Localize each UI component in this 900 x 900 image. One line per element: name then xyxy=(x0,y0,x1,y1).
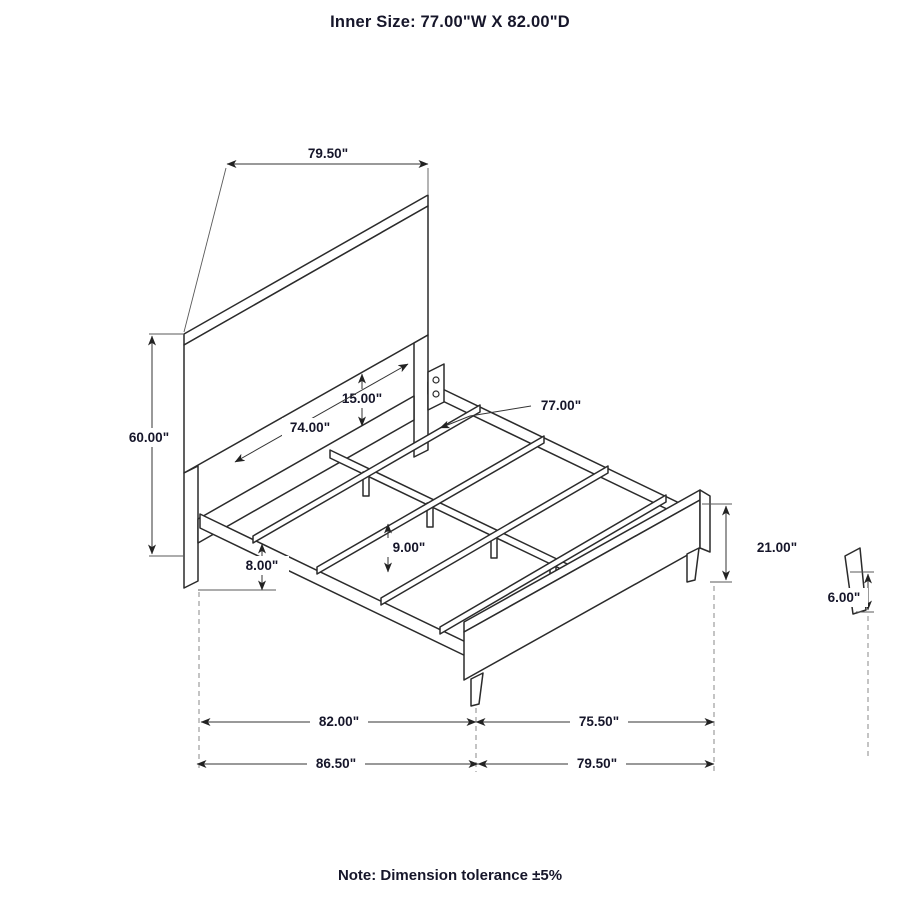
dimension-inner-depth: 82.00" xyxy=(200,712,477,731)
dimension-headboard-height: 60.00" xyxy=(121,333,184,557)
slat xyxy=(316,435,545,575)
dim-label-inner-depth: 82.00" xyxy=(319,714,359,729)
slat xyxy=(380,465,609,606)
dim-label-headboard-width: 79.50" xyxy=(308,146,348,161)
dimension-slat-length: 77.00" xyxy=(439,396,590,429)
dim-label-overall-width: 79.50" xyxy=(577,756,617,771)
dim-label-headboard-height: 60.00" xyxy=(129,430,169,445)
dim-label-rail-leg-height: 6.00" xyxy=(828,590,861,605)
tolerance-note: Note: Dimension tolerance ±5% xyxy=(337,867,563,884)
slat xyxy=(439,494,667,635)
near-side-rail xyxy=(199,513,473,660)
dim-label-slat-length: 77.00" xyxy=(541,398,581,413)
bed-frame xyxy=(199,381,699,660)
page-title: Inner Size: 77.00"W X 82.00"D xyxy=(330,13,570,31)
bracket-hole xyxy=(432,390,440,398)
dimension-headboard-width: 79.50" xyxy=(183,146,429,333)
dimension-overall-depth: 86.50" xyxy=(196,754,479,773)
headboard-left-leg xyxy=(183,465,199,589)
dim-label-rail-length: 75.50" xyxy=(579,714,619,729)
bracket-plate xyxy=(427,363,445,411)
dimension-rail-length: 75.50" xyxy=(475,712,715,731)
footboard-panel xyxy=(463,499,701,681)
dimension-deck-height: 9.00" xyxy=(384,523,432,573)
footboard-end-face xyxy=(699,489,711,553)
dim-label-overall-depth: 86.50" xyxy=(316,756,356,771)
dimension-inner-width: 74.00" xyxy=(234,363,409,463)
dimension-headboard-leg-height: 8.00" xyxy=(198,543,289,591)
dimension-rail-leg-height: 6.00" xyxy=(820,571,874,613)
dim-label-deck-height: 9.00" xyxy=(393,540,426,555)
footboard-left-leg xyxy=(470,672,484,707)
dim-label-headboard-leg-height: 8.00" xyxy=(246,558,279,573)
dimension-overall-width: 79.50" xyxy=(477,754,715,773)
rail-bracket xyxy=(427,363,445,411)
footboard xyxy=(463,489,867,707)
dimension-footboard-height: 21.00" xyxy=(702,503,806,583)
bracket-hole xyxy=(432,376,440,384)
footboard-right-leg xyxy=(686,547,700,583)
dim-label-inner-width: 74.00" xyxy=(290,420,330,435)
dim-label-footboard-height: 21.00" xyxy=(757,540,797,555)
